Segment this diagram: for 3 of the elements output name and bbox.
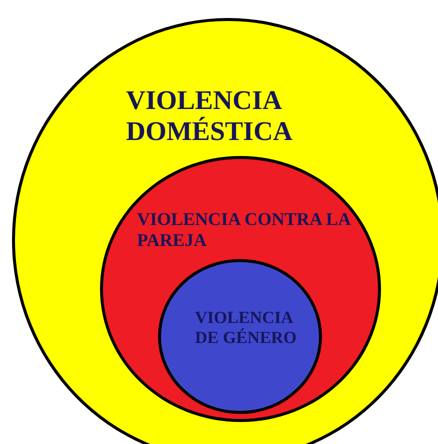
region-label: VIOLENCIA CONTRA LA PAREJA <box>137 209 352 250</box>
region-label: VIOLENCIA DOMÉSTICA <box>126 85 294 148</box>
region-label: VIOLENCIA DE GÉNERO <box>195 308 298 348</box>
